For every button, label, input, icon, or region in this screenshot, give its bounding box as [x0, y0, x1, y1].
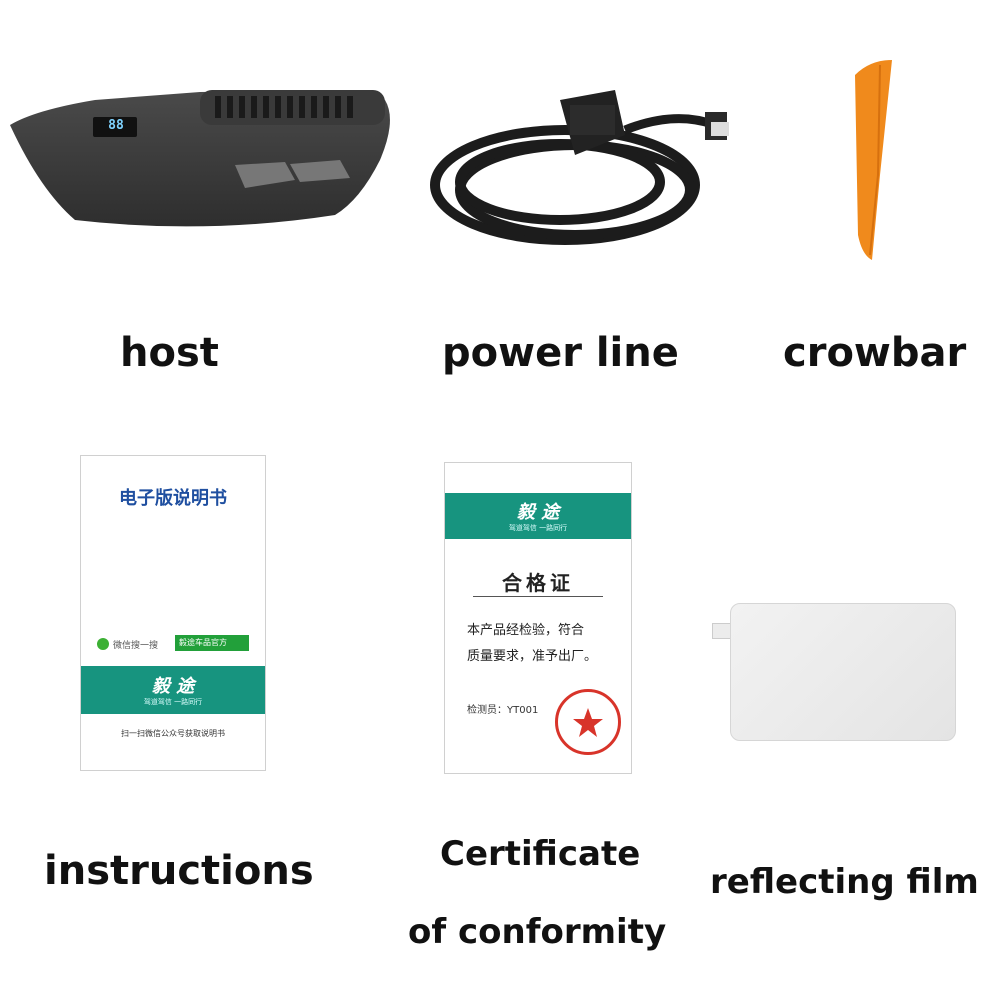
instructions-label: instructions: [44, 848, 314, 894]
host-display-readout: 88: [108, 118, 124, 133]
cert-body-line1: 本产品经检验，符合: [467, 623, 585, 638]
cert-title-underline: [473, 596, 603, 597]
wechat-search-button: 毅途车品官方: [175, 635, 249, 651]
certificate-card: 毅 途 驾道驾信 一路同行 合格证 本产品经检验，符合 质量要求，准予出厂。 检…: [444, 462, 632, 774]
brand-banner: 毅 途 驾道驾信 一路同行: [81, 666, 265, 714]
film-sheet: [730, 603, 956, 741]
cert-inspector: 检测员：YT001: [467, 705, 539, 716]
crowbar-image: [840, 55, 900, 265]
wechat-icon: [97, 638, 109, 650]
instructions-title: 电子版说明书: [119, 488, 227, 509]
crowbar-label: crowbar: [783, 330, 967, 376]
cert-stamp: [555, 689, 621, 755]
cert-brand-slogan: 驾道驾信 一路同行: [508, 524, 568, 532]
certificate-label-line2: of conformity: [408, 912, 667, 952]
instructions-footer: 扫一扫微信公众号获取说明书: [121, 729, 225, 738]
brand-slogan: 驾道驾信 一路同行: [143, 698, 203, 706]
cert-brand-banner: 毅 途 驾道驾信 一路同行: [445, 493, 631, 539]
cert-body-line2: 质量要求，准予出厂。: [467, 649, 598, 664]
cert-brand-name: 毅 途: [516, 502, 560, 523]
cert-title: 合格证: [502, 571, 574, 595]
host-label: host: [120, 330, 219, 376]
instructions-card: 电子版说明书 微信搜一搜 毅途车品官方 毅 途 驾道驾信 一路同行 扫一扫微信公…: [80, 455, 266, 771]
reflecting-film-label: reflecting film: [710, 862, 979, 902]
power-line-image: [415, 70, 735, 255]
reflecting-film-image: [708, 603, 958, 743]
wechat-search-text: 微信搜一搜: [113, 641, 159, 651]
host-image: [5, 80, 400, 240]
power-line-label: power line: [442, 330, 679, 376]
certificate-label-line1: Certificate: [440, 834, 641, 874]
brand-name: 毅 途: [151, 676, 195, 697]
